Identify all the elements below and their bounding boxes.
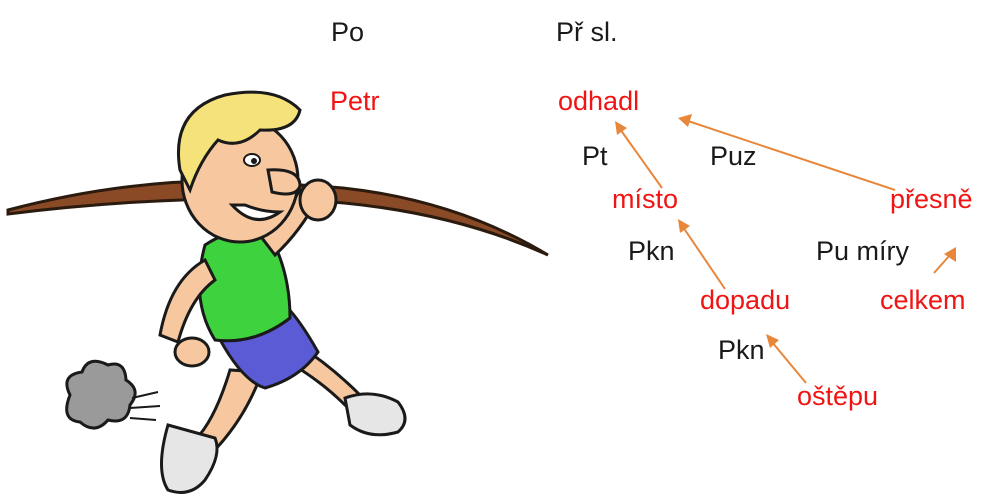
word-ostepu: oštěpu [797,381,879,411]
front-hand-shape [298,178,338,222]
word-presne: přesně [890,184,973,214]
arrow-ostepu-dopadu [771,341,807,384]
header-subject: Po [331,17,365,47]
back-fist-shape [173,336,211,368]
hair-shape [177,90,302,194]
relation-puz: Puz [710,141,757,171]
relation-pt: Pt [582,141,608,171]
nose-shape [266,168,302,196]
relation-pu-miry: Pu míry [816,236,910,266]
mouth-shape [228,203,285,221]
word-petr: Petr [330,86,380,116]
word-odhadl: odhadl [558,86,640,116]
back-shoe-shape [160,423,219,494]
word-misto: místo [612,184,679,214]
relation-pkn-2: Pkn [718,335,765,365]
arrowhead-misto-odhadl [615,121,627,135]
front-shoe-shape [343,392,407,437]
arrowhead-presne-odhadl [678,114,692,127]
dust-cloud-shape [65,359,137,430]
back-arm-shape [158,257,217,345]
arrow-presne-odhadl [687,120,896,191]
pupil-shape [251,158,257,164]
relation-pkn-1: Pkn [628,236,675,266]
header-predicate: Př sl. [556,17,618,47]
arrowhead-celkem-presne [944,247,956,262]
speed-lines-shape [129,391,161,421]
arrow-dopadu-misto [682,226,726,290]
arrowhead-dopadu-misto [678,219,690,233]
arrow-celkem-presne [933,254,951,274]
word-dopadu: dopadu [700,285,791,315]
arrow-misto-odhadl [619,128,663,189]
arrowhead-ostepu-dopadu [766,334,779,348]
word-celkem: celkem [880,285,966,315]
dependency-arrows [615,114,956,384]
